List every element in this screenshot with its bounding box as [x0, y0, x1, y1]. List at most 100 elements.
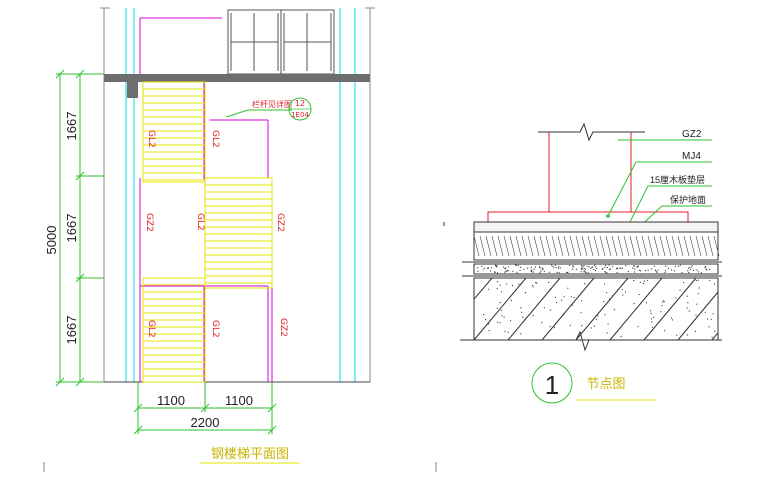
aggregate-dot	[590, 267, 592, 269]
aggregate-dot	[504, 271, 506, 273]
aggregate-dot	[490, 267, 492, 269]
hatch-line	[683, 235, 690, 257]
aggregate-dot	[651, 326, 654, 328]
window	[227, 9, 335, 75]
aggregate-dot	[516, 272, 518, 274]
label-gz2: GZ2	[682, 129, 702, 140]
aggregate-dot	[496, 272, 499, 274]
hatch-line	[641, 235, 648, 257]
aggregate-dot	[674, 265, 676, 267]
dim-total: 5000	[44, 226, 59, 255]
aggregate-dot	[654, 269, 657, 271]
aggregate-dot	[539, 272, 541, 274]
label-gl2-b: GL2	[210, 130, 220, 148]
aggregate-dot	[638, 269, 641, 271]
hatch-line	[539, 235, 546, 257]
aggregate-dot	[663, 300, 665, 302]
aggregate-dot	[483, 314, 485, 316]
aggregate-dot	[687, 302, 689, 304]
aggregate-dot	[651, 268, 653, 270]
hatch-line	[527, 235, 534, 257]
aggregate-dot	[581, 265, 583, 267]
aggregate-dot	[660, 311, 662, 313]
aggregate-dot	[690, 266, 692, 268]
aggregate-dot	[683, 281, 685, 284]
aggregate-dot	[704, 311, 706, 313]
aggregate-dot	[499, 302, 501, 304]
aggregate-dot	[664, 330, 666, 332]
aggregate-dot	[500, 291, 503, 293]
hatch-line	[671, 235, 678, 257]
aggregate-dot	[541, 322, 543, 324]
aggregate-dot	[511, 284, 514, 287]
aggregate-dot	[671, 319, 674, 321]
aggregate-dot	[580, 268, 582, 270]
aggregate-dot	[608, 268, 611, 271]
aggregate-dot	[501, 315, 503, 317]
hatch-line	[497, 235, 504, 257]
callout-ref-bottom: 1E04	[291, 111, 309, 119]
dimension-vertical	[55, 69, 104, 387]
aggregate-dot	[619, 267, 621, 269]
hatch-line	[473, 235, 480, 257]
aggregate-dot	[504, 330, 506, 332]
label-gz2-left: GZ2	[144, 213, 154, 232]
aggregate-dot	[696, 269, 698, 271]
aggregate-dot	[604, 266, 606, 268]
aggregate-dot	[581, 268, 584, 270]
aggregate-dot	[488, 330, 490, 332]
aggregate-dot	[627, 271, 630, 273]
hatch-line	[575, 277, 629, 341]
aggregate-dot	[581, 300, 583, 302]
aggregate-dot	[556, 301, 558, 304]
label-gl2-c: GL2	[146, 320, 156, 338]
aggregate-dot	[496, 287, 498, 290]
aggregate-dot	[477, 270, 479, 272]
aggregate-dot	[620, 335, 622, 338]
aggregate-dot	[633, 303, 635, 305]
component-labels: GL2 GL2 GZ2 GL2 GZ2 GL2 GL2 GZ2	[144, 130, 288, 338]
aggregate-dot	[655, 270, 657, 272]
aggregate-dot	[507, 331, 509, 333]
aggregate-dot	[532, 286, 534, 288]
aggregate-dot	[536, 282, 538, 284]
aggregate-dot	[514, 264, 517, 266]
aggregate-dot	[532, 284, 534, 286]
hatch-line	[599, 235, 606, 257]
aggregate-dot	[712, 313, 714, 315]
aggregate-dot	[521, 311, 523, 313]
aggregate-dot	[556, 271, 558, 273]
aggregate-dot	[621, 288, 623, 291]
break-line-bottom	[460, 330, 722, 352]
aggregate-dot	[597, 315, 599, 317]
aggregate-dot	[665, 270, 667, 272]
aggregate-dot	[663, 301, 665, 303]
label-mj4: MJ4	[682, 151, 701, 162]
aggregate-dot	[650, 312, 652, 314]
aggregate-dot	[510, 320, 512, 322]
aggregate-dot	[583, 265, 585, 267]
aggregate-dot	[646, 279, 649, 281]
aggregate-dot	[500, 309, 503, 311]
aggregate-dot	[624, 291, 627, 293]
label-gz2-bottom: GZ2	[278, 318, 288, 337]
aggregate-dot	[675, 297, 677, 299]
aggregate-dot	[686, 295, 688, 297]
aggregate-dot	[510, 299, 512, 302]
aggregate-dot	[507, 270, 509, 272]
aggregate-dot	[704, 267, 706, 269]
hatch-line	[713, 235, 720, 257]
aggregate-dot	[595, 318, 597, 320]
aggregate-dot	[695, 314, 697, 316]
callout-ref-top: 12	[295, 99, 305, 108]
aggregate-dot	[625, 265, 627, 267]
aggregate-dot	[553, 326, 556, 329]
break-line-top	[538, 122, 645, 142]
aggregate-dot	[616, 268, 618, 270]
hatch-line	[635, 235, 642, 257]
hatch-line	[677, 291, 719, 341]
aggregate-dot	[665, 265, 667, 267]
hatch-line	[479, 235, 486, 257]
aggregate-dot	[698, 287, 700, 289]
aggregate-dot	[676, 334, 678, 336]
